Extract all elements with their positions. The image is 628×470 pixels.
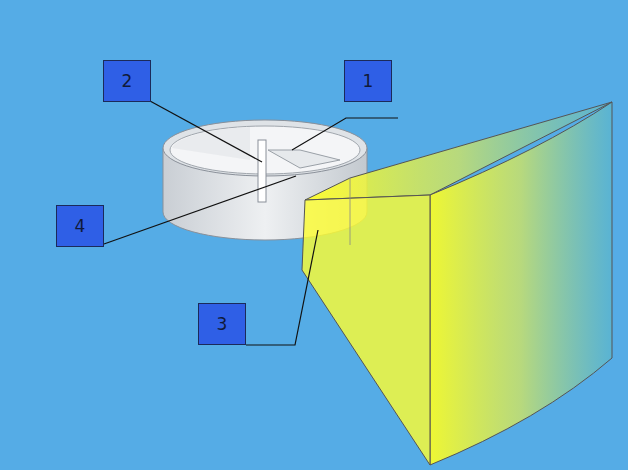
callout-box: 2 <box>103 60 151 102</box>
callout-box: 4 <box>56 205 104 247</box>
callout-box: 3 <box>198 303 246 345</box>
callout-box: 1 <box>344 60 392 102</box>
callout-number: 3 <box>217 314 228 334</box>
callout-number: 4 <box>75 216 86 236</box>
callout-number: 2 <box>122 71 133 91</box>
callout-number: 1 <box>363 71 374 91</box>
